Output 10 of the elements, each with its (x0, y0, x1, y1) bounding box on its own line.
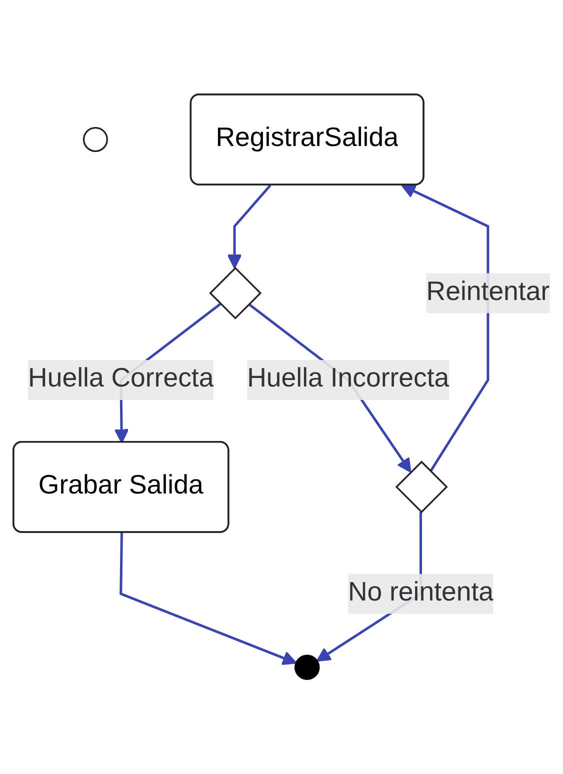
edge-label: Huella Correcta (28, 365, 214, 394)
node-diamond (209, 267, 262, 320)
arrow (120, 533, 297, 666)
edge-label: Huella Incorrecta (247, 365, 450, 394)
edge-label: Reintentar (426, 278, 550, 307)
arrow (401, 184, 490, 472)
arrow (227, 184, 272, 270)
node-circle (82, 127, 108, 152)
edge-label: No reintenta (348, 579, 494, 608)
node-diamond (395, 460, 448, 514)
